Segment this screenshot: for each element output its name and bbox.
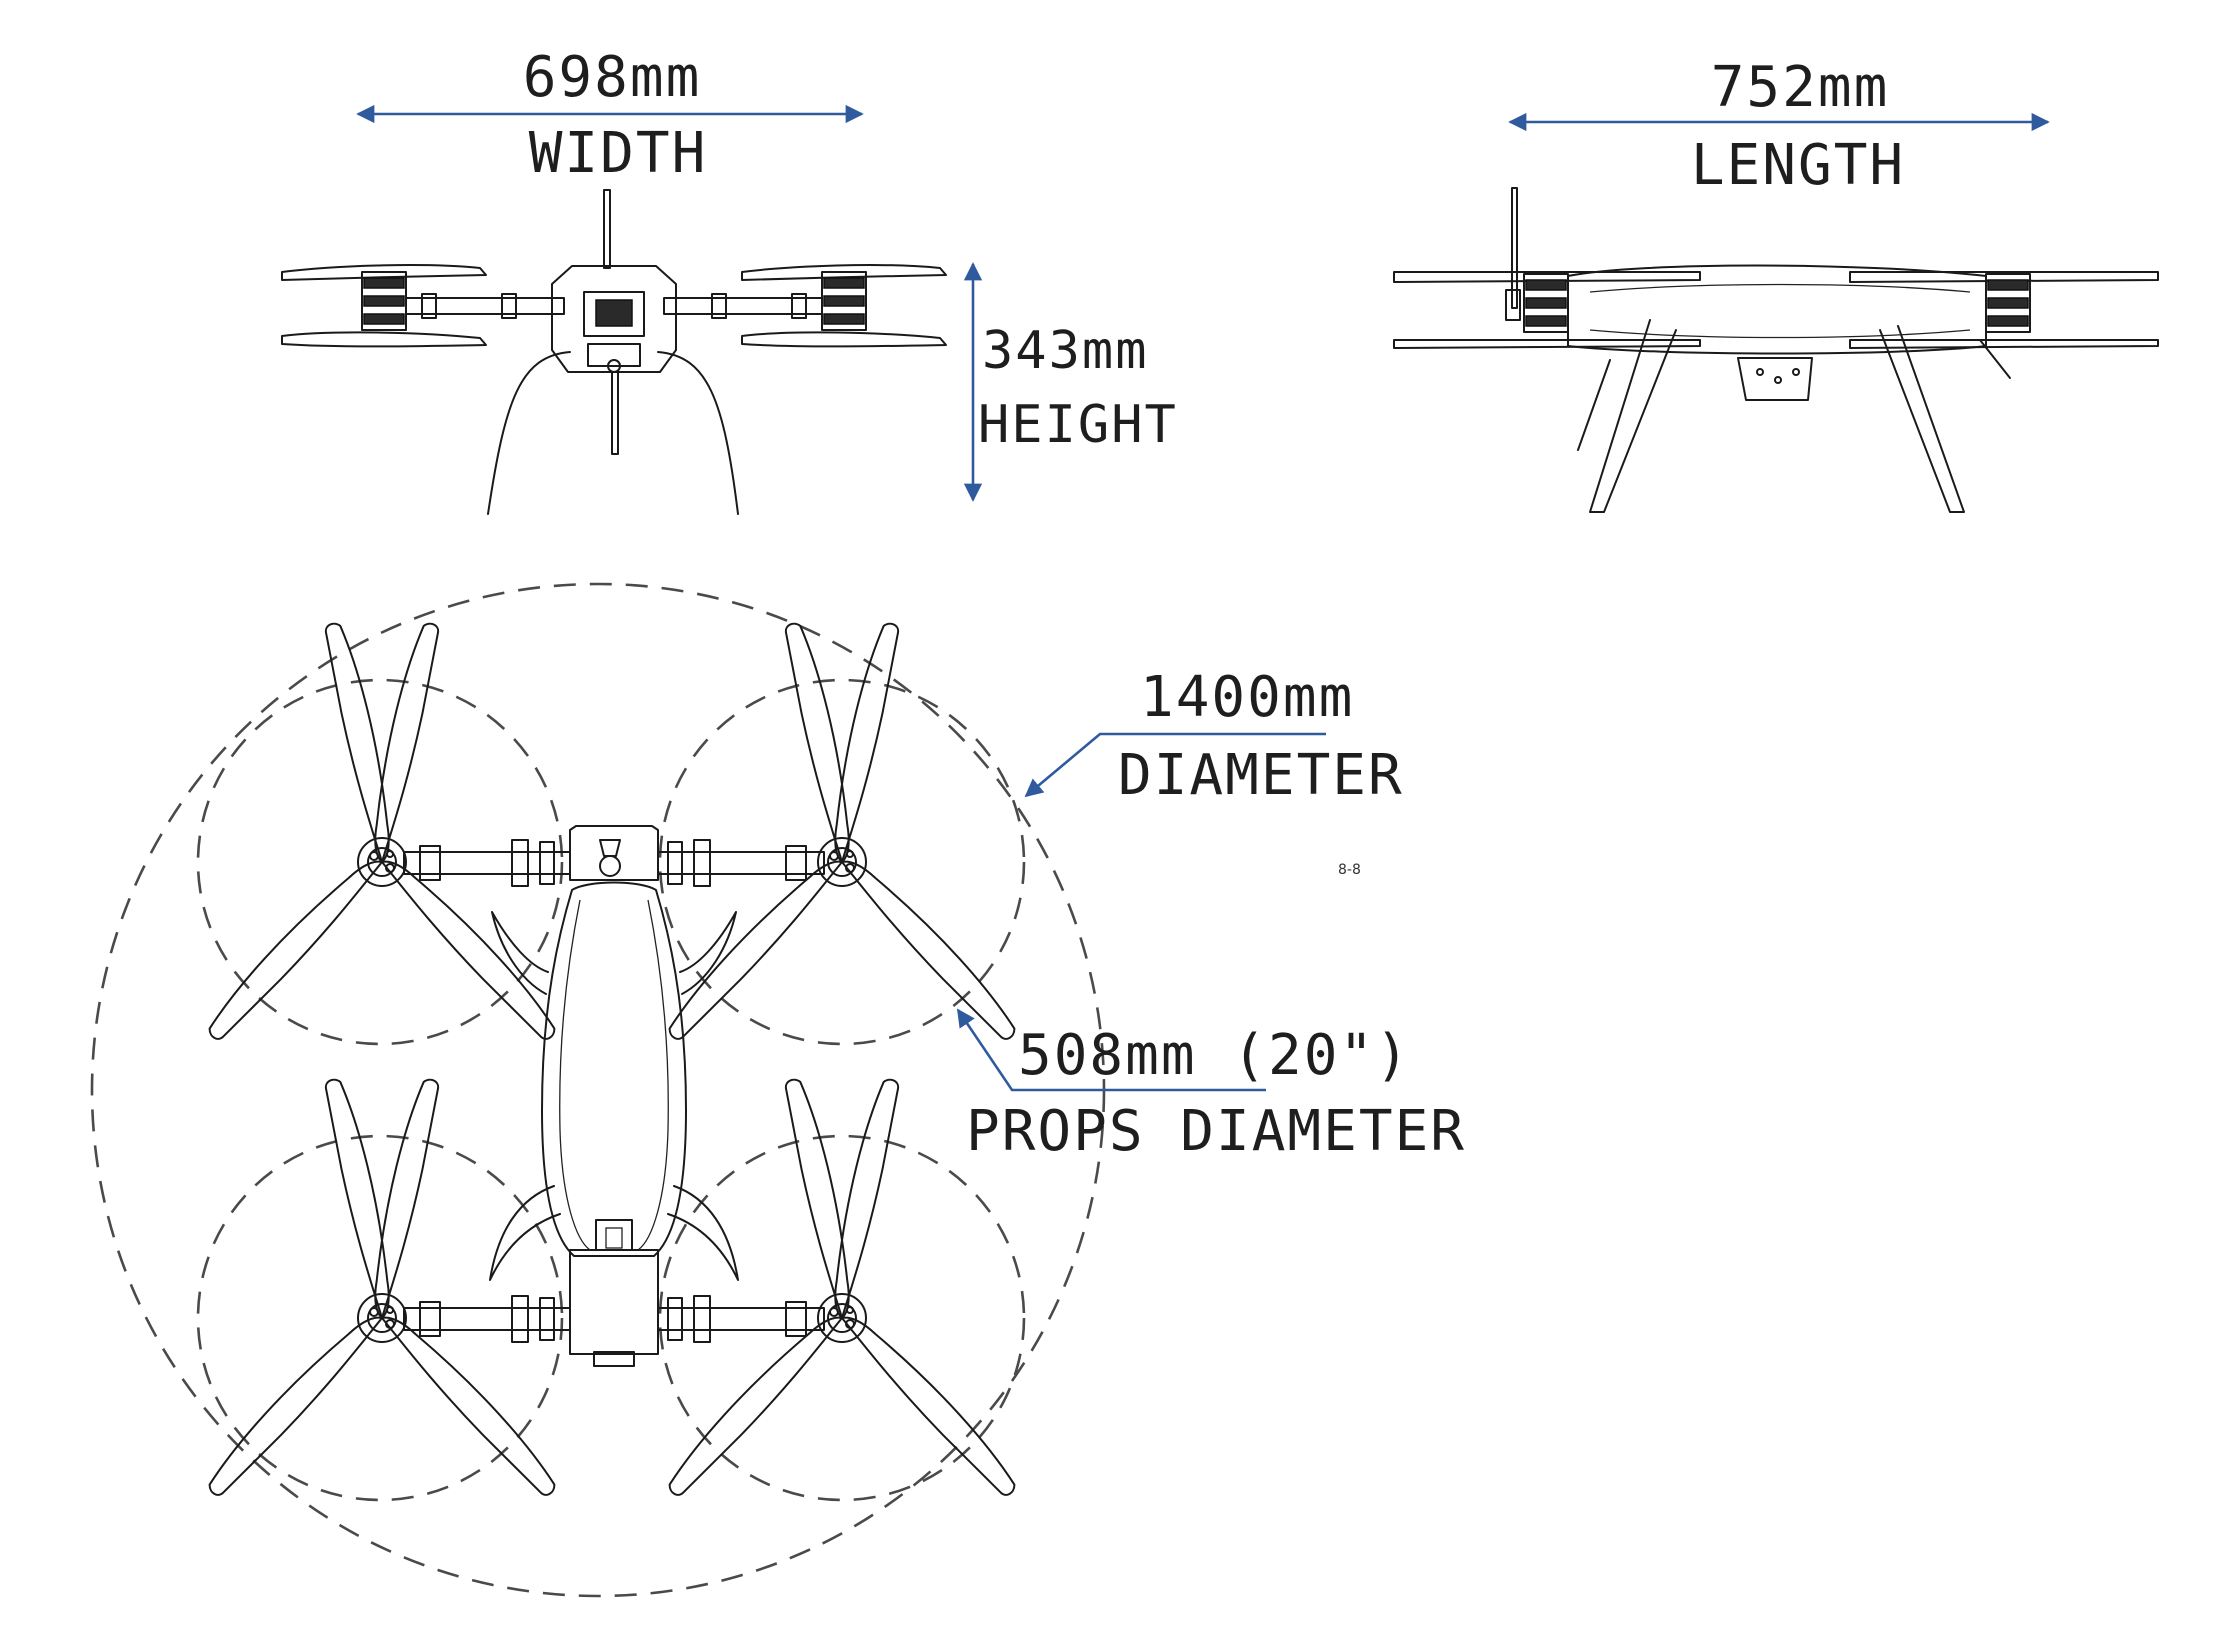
props-diameter-value: 508mm (20") — [1018, 1023, 1411, 1088]
front-view: 698mm WIDTH 343mm HEIGHT — [281, 45, 1178, 515]
props-diameter-leader-arrow — [956, 1008, 1266, 1092]
height-label: HEIGHT — [978, 395, 1178, 455]
height-value: 343mm — [982, 321, 1149, 381]
prop-circle-top-right — [658, 678, 1026, 1046]
length-value: 752mm — [1711, 55, 1890, 120]
prop-circle-bottom-right — [658, 1134, 1026, 1502]
front-view-drone — [281, 189, 947, 515]
top-view: 1400mm DIAMETER 508mm (20") PROPS DIAMET… — [90, 582, 1466, 1598]
width-value: 698mm — [523, 45, 702, 110]
diameter-value: 1400mm — [1140, 665, 1354, 730]
props-diameter-label: PROPS DIAMETER — [966, 1099, 1466, 1164]
diameter-leader-arrow — [1024, 732, 1326, 798]
length-label: LENGTH — [1691, 133, 1905, 198]
prop-circle-bottom-left — [196, 1134, 564, 1502]
width-label: WIDTH — [529, 121, 708, 186]
side-view-drone — [1393, 187, 2159, 513]
top-view-drone — [207, 621, 1017, 1525]
prop-circle-top-left — [196, 678, 564, 1046]
small-marker: 8-8 — [1338, 862, 1361, 878]
side-view: 752mm LENGTH — [1393, 55, 2159, 513]
diameter-label: DIAMETER — [1118, 743, 1404, 808]
